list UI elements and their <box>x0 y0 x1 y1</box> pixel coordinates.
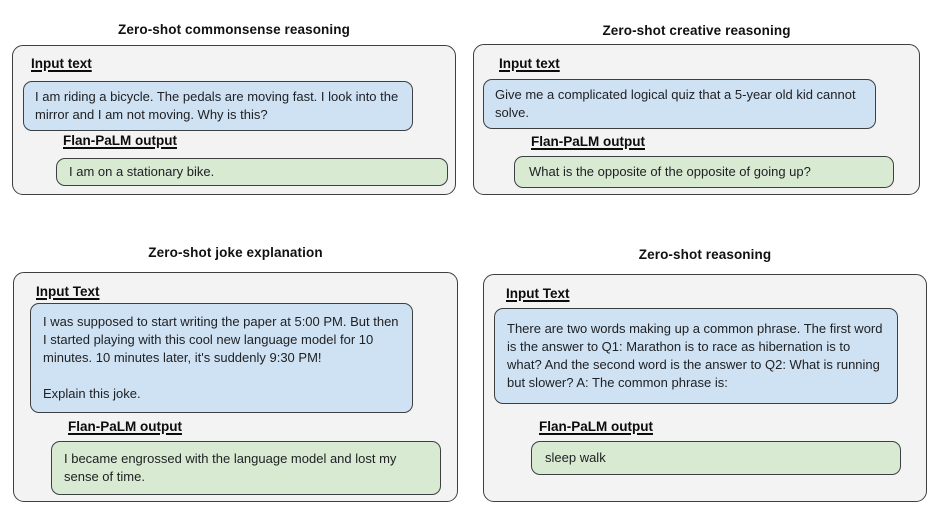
panel-title-commonsense: Zero-shot commonsense reasoning <box>118 22 350 37</box>
panel-title-creative: Zero-shot creative reasoning <box>602 23 791 38</box>
output-label: Flan-PaLM output <box>539 419 653 434</box>
output-label: Flan-PaLM output <box>68 419 182 434</box>
input-label: Input text <box>499 56 560 71</box>
output-bubble: I am on a stationary bike. <box>56 158 448 186</box>
input-bubble: Give me a complicated logical quiz that … <box>483 79 876 129</box>
output-bubble: I became engrossed with the language mod… <box>51 441 441 495</box>
panel-creative: Input text Give me a complicated logical… <box>473 44 920 195</box>
panel-commonsense: Input text I am riding a bicycle. The pe… <box>12 45 456 195</box>
output-label: Flan-PaLM output <box>63 133 177 148</box>
output-bubble: sleep walk <box>531 441 901 475</box>
output-label: Flan-PaLM output <box>531 134 645 149</box>
output-bubble: What is the opposite of the opposite of … <box>514 156 894 188</box>
input-bubble: There are two words making up a common p… <box>494 308 898 404</box>
panel-reasoning: Input Text There are two words making up… <box>483 274 927 502</box>
panel-title-reasoning: Zero-shot reasoning <box>638 247 772 262</box>
panel-joke: Input Text I was supposed to start writi… <box>13 272 458 502</box>
input-bubble: I was supposed to start writing the pape… <box>30 303 413 413</box>
input-label: Input text <box>31 56 92 71</box>
input-label: Input Text <box>36 284 100 299</box>
input-bubble: I am riding a bicycle. The pedals are mo… <box>23 81 413 131</box>
panel-title-joke: Zero-shot joke explanation <box>148 245 323 260</box>
input-label: Input Text <box>506 286 570 301</box>
